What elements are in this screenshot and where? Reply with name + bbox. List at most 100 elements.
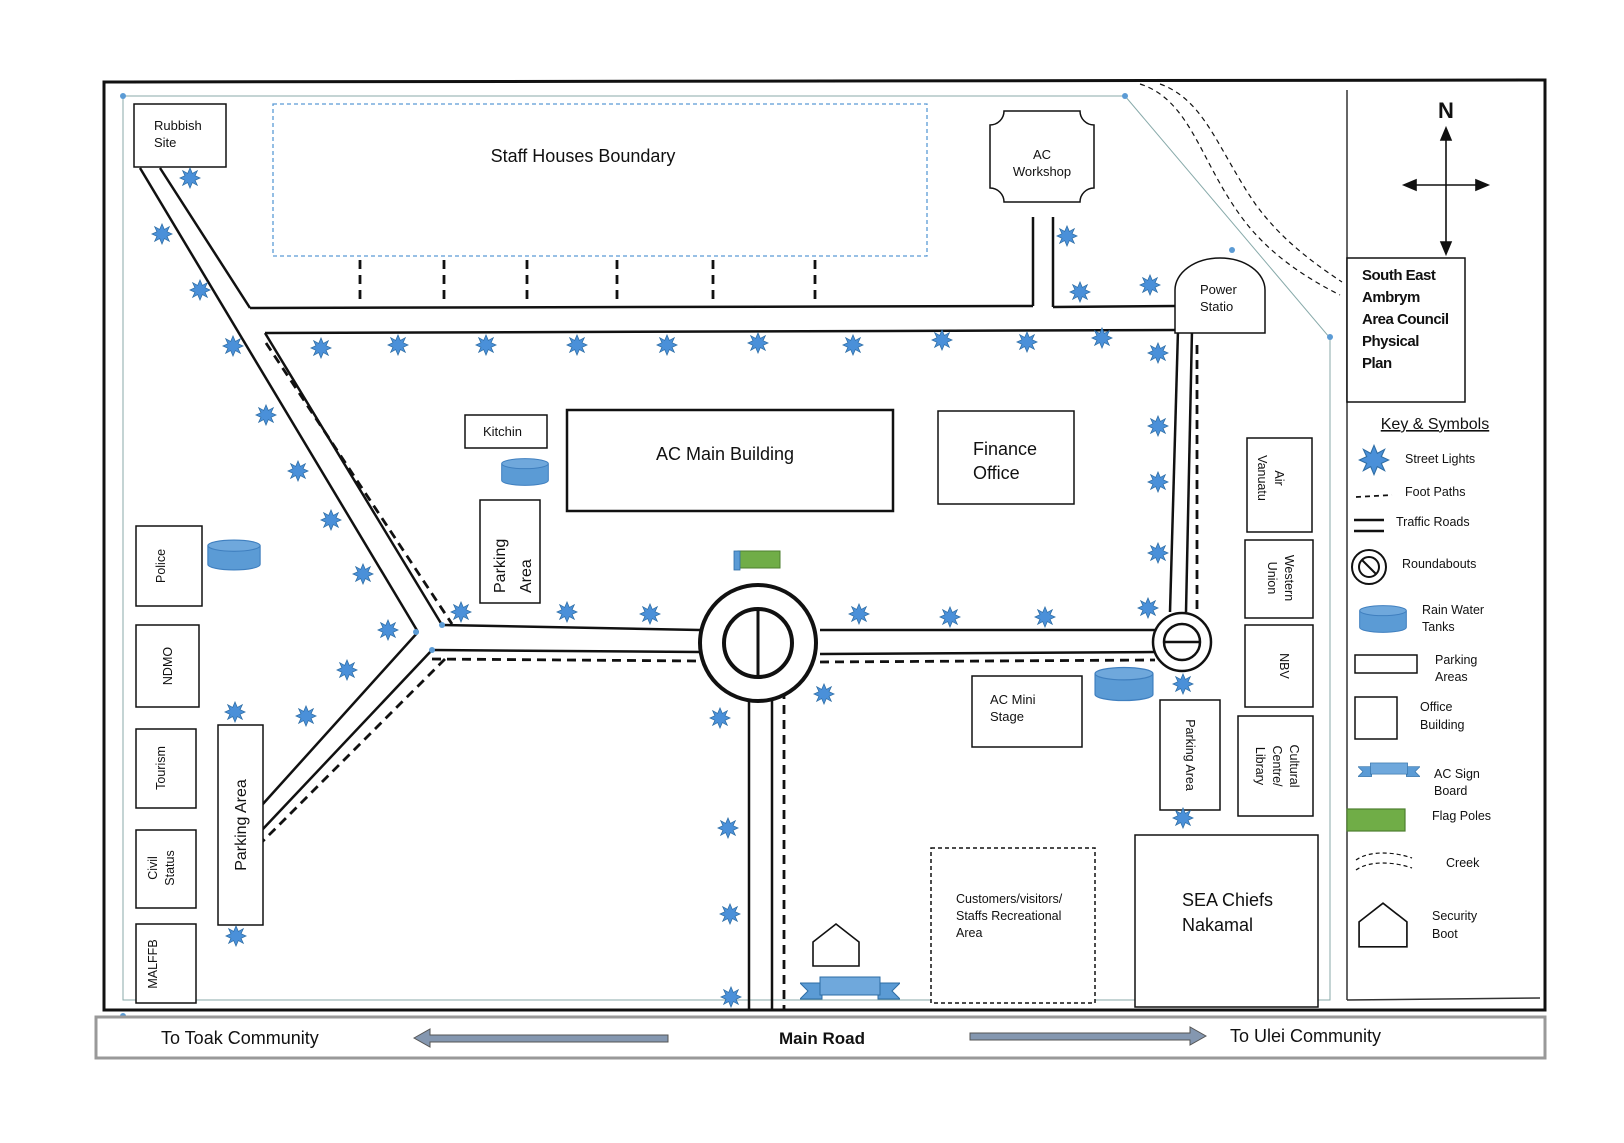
legend-street-lights: Street Lights [1405,452,1475,466]
tourism: Tourism [135,728,197,809]
street-light-icon [1069,281,1091,303]
street-light-icon [1016,331,1038,353]
svg-text:Parking Areas: Parking Areas [1435,653,1481,684]
foot-path-legend-icon [1355,494,1393,498]
malffb: MALFFB [135,923,197,1004]
svg-text:Office Building: Office Building [1420,700,1465,732]
street-light-icon [720,986,742,1008]
street-light-icon [639,603,661,625]
street-light-icon [336,659,358,681]
street-light-icon [387,334,409,356]
creek [1139,83,1343,296]
svg-text:CulturalCentre/Library: CulturalCentre/Library [1253,744,1301,787]
street-light-icon [225,925,247,947]
traffic-road-legend-icon [1354,518,1384,533]
legend-flag-poles: Flag Poles [1432,809,1491,823]
street-light-icon [179,167,201,189]
title-box: South East Ambrym Area Council Physical … [1346,257,1466,403]
street-light-icon [1147,471,1169,493]
traffic-roads [138,167,1194,1012]
svg-text:NBV: NBV [1277,653,1291,679]
flag-pole-legend-icon [1346,808,1406,832]
ac-sign-board-icon [800,976,900,1000]
kitchin: Kitchin [464,414,548,449]
svg-text:Staff Houses Boundary: Staff Houses Boundary [491,146,676,166]
creek-legend-icon [1355,852,1413,871]
street-light-icon [189,279,211,301]
svg-text:Customers/visitors/Staffs Recr: Customers/visitors/Staffs RecreationalAr… [956,892,1063,940]
north-label: N [1438,98,1454,123]
svg-text:NDMO: NDMO [161,647,175,685]
svg-text:AC Main Building: AC Main Building [656,444,794,464]
svg-text:Kitchin: Kitchin [483,424,522,439]
legend-creek: Creek [1446,856,1480,870]
arrow-left-icon [412,1028,669,1048]
street-light-icon [1172,807,1194,829]
map-frame [102,78,1547,1019]
street-light-icon [848,603,870,625]
legend-tanks: Tanks [1422,620,1455,634]
main-roundabout [698,583,818,703]
street-light-icon [709,707,731,729]
svg-text:Parking Area: Parking Area [1183,719,1197,791]
rain-water-tank-kitchin [500,457,550,487]
street-light-icon [1147,342,1169,364]
svg-text:South East Ambrym: South East Ambrym Area Council Physical … [1362,267,1452,372]
street-light-icon [747,332,769,354]
legend-traffic-roads: Traffic Roads [1396,515,1470,529]
street-light-icon [255,404,277,426]
street-light-icon [1147,542,1169,564]
ac-main-building: AC Main Building [565,408,895,513]
roundabout-legend-icon [1351,549,1387,585]
legend-areas: Areas [1435,670,1468,684]
legend-ac-sign: AC Sign [1434,767,1480,781]
street-light-legend-icon [1358,444,1390,476]
parking-area-legend-icon [1354,654,1418,674]
rain-water-tank-stage [1094,666,1154,702]
security-boot-icon [812,923,860,967]
foot-paths [261,260,1199,1010]
street-light-icon [1139,274,1161,296]
street-light-icon [717,817,739,839]
main-road-label: Main Road [779,1029,865,1048]
svg-text:Rain Water Tanks: Rain Water Tanks [1422,603,1488,634]
street-light-icon [320,509,342,531]
sign-board-legend-icon [1358,762,1420,777]
to-toak-label: To Toak Community [161,1028,319,1048]
street-light-icon [566,334,588,356]
legend-building: Building [1420,718,1465,732]
street-light-icon [310,337,332,359]
office-building-legend-icon [1354,696,1398,740]
street-light-icon [377,619,399,641]
legend-office: Office [1420,700,1452,714]
street-light-icon [931,329,953,351]
street-light-icon [842,334,864,356]
street-light-icon [222,335,244,357]
legend-rain-water: Rain Water [1422,603,1484,617]
legend-roundabouts: Roundabouts [1402,557,1476,571]
arrow-right-icon [969,1026,1208,1046]
street-light-icon [287,460,309,482]
street-light-icon [1091,327,1113,349]
ndmo: NDMO [135,624,200,708]
flag-pole-icon [733,550,781,571]
western-union: WesternUnion [1244,539,1314,619]
cultural-centre-library: CulturalCentre/Library [1237,715,1314,817]
street-light-icon [352,563,374,585]
air-vanuatu: AirVanuatu [1246,437,1313,533]
title-line-2: Ambrym [1362,289,1420,306]
street-light-icon [1034,606,1056,628]
nbv: NBV [1244,624,1314,708]
svg-text:WesternUnion: WesternUnion [1265,555,1296,601]
